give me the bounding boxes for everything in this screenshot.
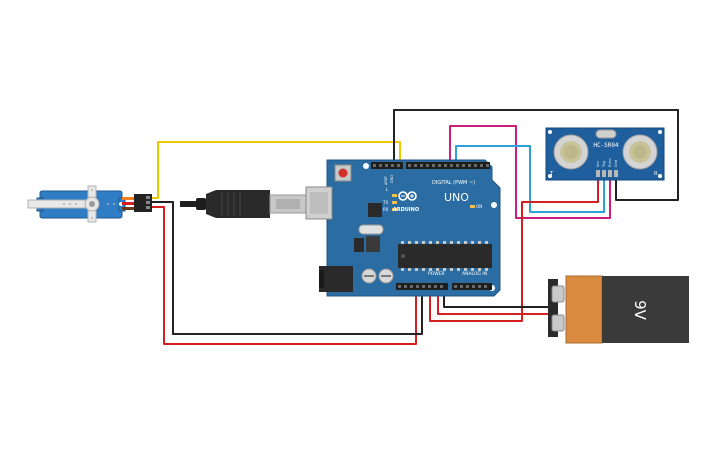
servo-lead-brown [122, 207, 134, 210]
ultrasonic-sensor[interactable]: HC-SR04 Vcc Trig Echo Gnd T R [545, 127, 665, 181]
wire-servo-power[interactable] [152, 206, 417, 345]
model-label: UNO [444, 191, 469, 204]
wire-sensor-power[interactable] [429, 176, 599, 322]
sensor-trig-label: Trig [602, 161, 606, 168]
wire-servo-ground[interactable] [152, 201, 423, 335]
wire-servo-signal[interactable] [152, 141, 401, 199]
analog-header[interactable] [452, 283, 492, 290]
sensor-model-label: HC-SR04 [593, 142, 619, 149]
servo-lead-orange [122, 197, 134, 200]
wire-sensor-ground[interactable] [393, 109, 679, 201]
crystal-oscillator [358, 224, 384, 235]
aref-label: AREF [384, 176, 388, 185]
battery-voltage-label: 9V [631, 300, 649, 321]
usb-cable[interactable] [180, 190, 307, 218]
voltage-regulator [354, 236, 380, 252]
servo-lead-red [122, 202, 134, 205]
on-led-label: ON [476, 204, 482, 209]
rx-led-label: RX [383, 207, 389, 212]
servo-icon [27, 185, 126, 223]
wire-sensor-echo[interactable] [455, 145, 605, 213]
servo-motor[interactable] [27, 185, 152, 223]
battery-9v[interactable]: 9V [548, 275, 689, 344]
tx-led-label: TX [382, 200, 388, 205]
sensor-r-label: R [654, 171, 658, 177]
sensor-vcc-label: Vcc [596, 161, 600, 167]
power-header-label: POWER [428, 271, 445, 277]
arduino-logo-icon [398, 191, 417, 201]
power-header[interactable] [396, 283, 448, 290]
analog-header-label: ANALOG IN [462, 271, 487, 277]
wires [152, 109, 679, 345]
sensor-gnd-label: Gnd [614, 160, 618, 167]
wire-sensor-trig[interactable] [449, 125, 611, 219]
usb-chip [368, 203, 382, 217]
capacitors [361, 268, 394, 284]
sensor-t-label: T [549, 171, 554, 177]
ultrasonic-sensor-icon [545, 127, 665, 181]
gnd-label: GND [390, 175, 394, 183]
l-led-label: L [386, 187, 389, 192]
reset-button[interactable] [334, 164, 352, 182]
atmega-chip [398, 241, 492, 271]
digital-header[interactable] [371, 162, 490, 169]
status-leds [392, 194, 475, 211]
arduino-uno-board[interactable]: L TX RX ON DIGITAL (PWM ~) AREF GND [305, 159, 501, 297]
sensor-echo-label: Echo [608, 159, 612, 168]
reset-button-icon [338, 168, 348, 178]
brand-label: ARDUINO [393, 207, 419, 213]
power-jack[interactable] [319, 266, 353, 292]
battery-icon [548, 275, 689, 344]
digital-header-label: DIGITAL (PWM ~) [432, 180, 475, 186]
usb-cable-icon [180, 190, 307, 218]
power-jack-icon [319, 266, 353, 292]
